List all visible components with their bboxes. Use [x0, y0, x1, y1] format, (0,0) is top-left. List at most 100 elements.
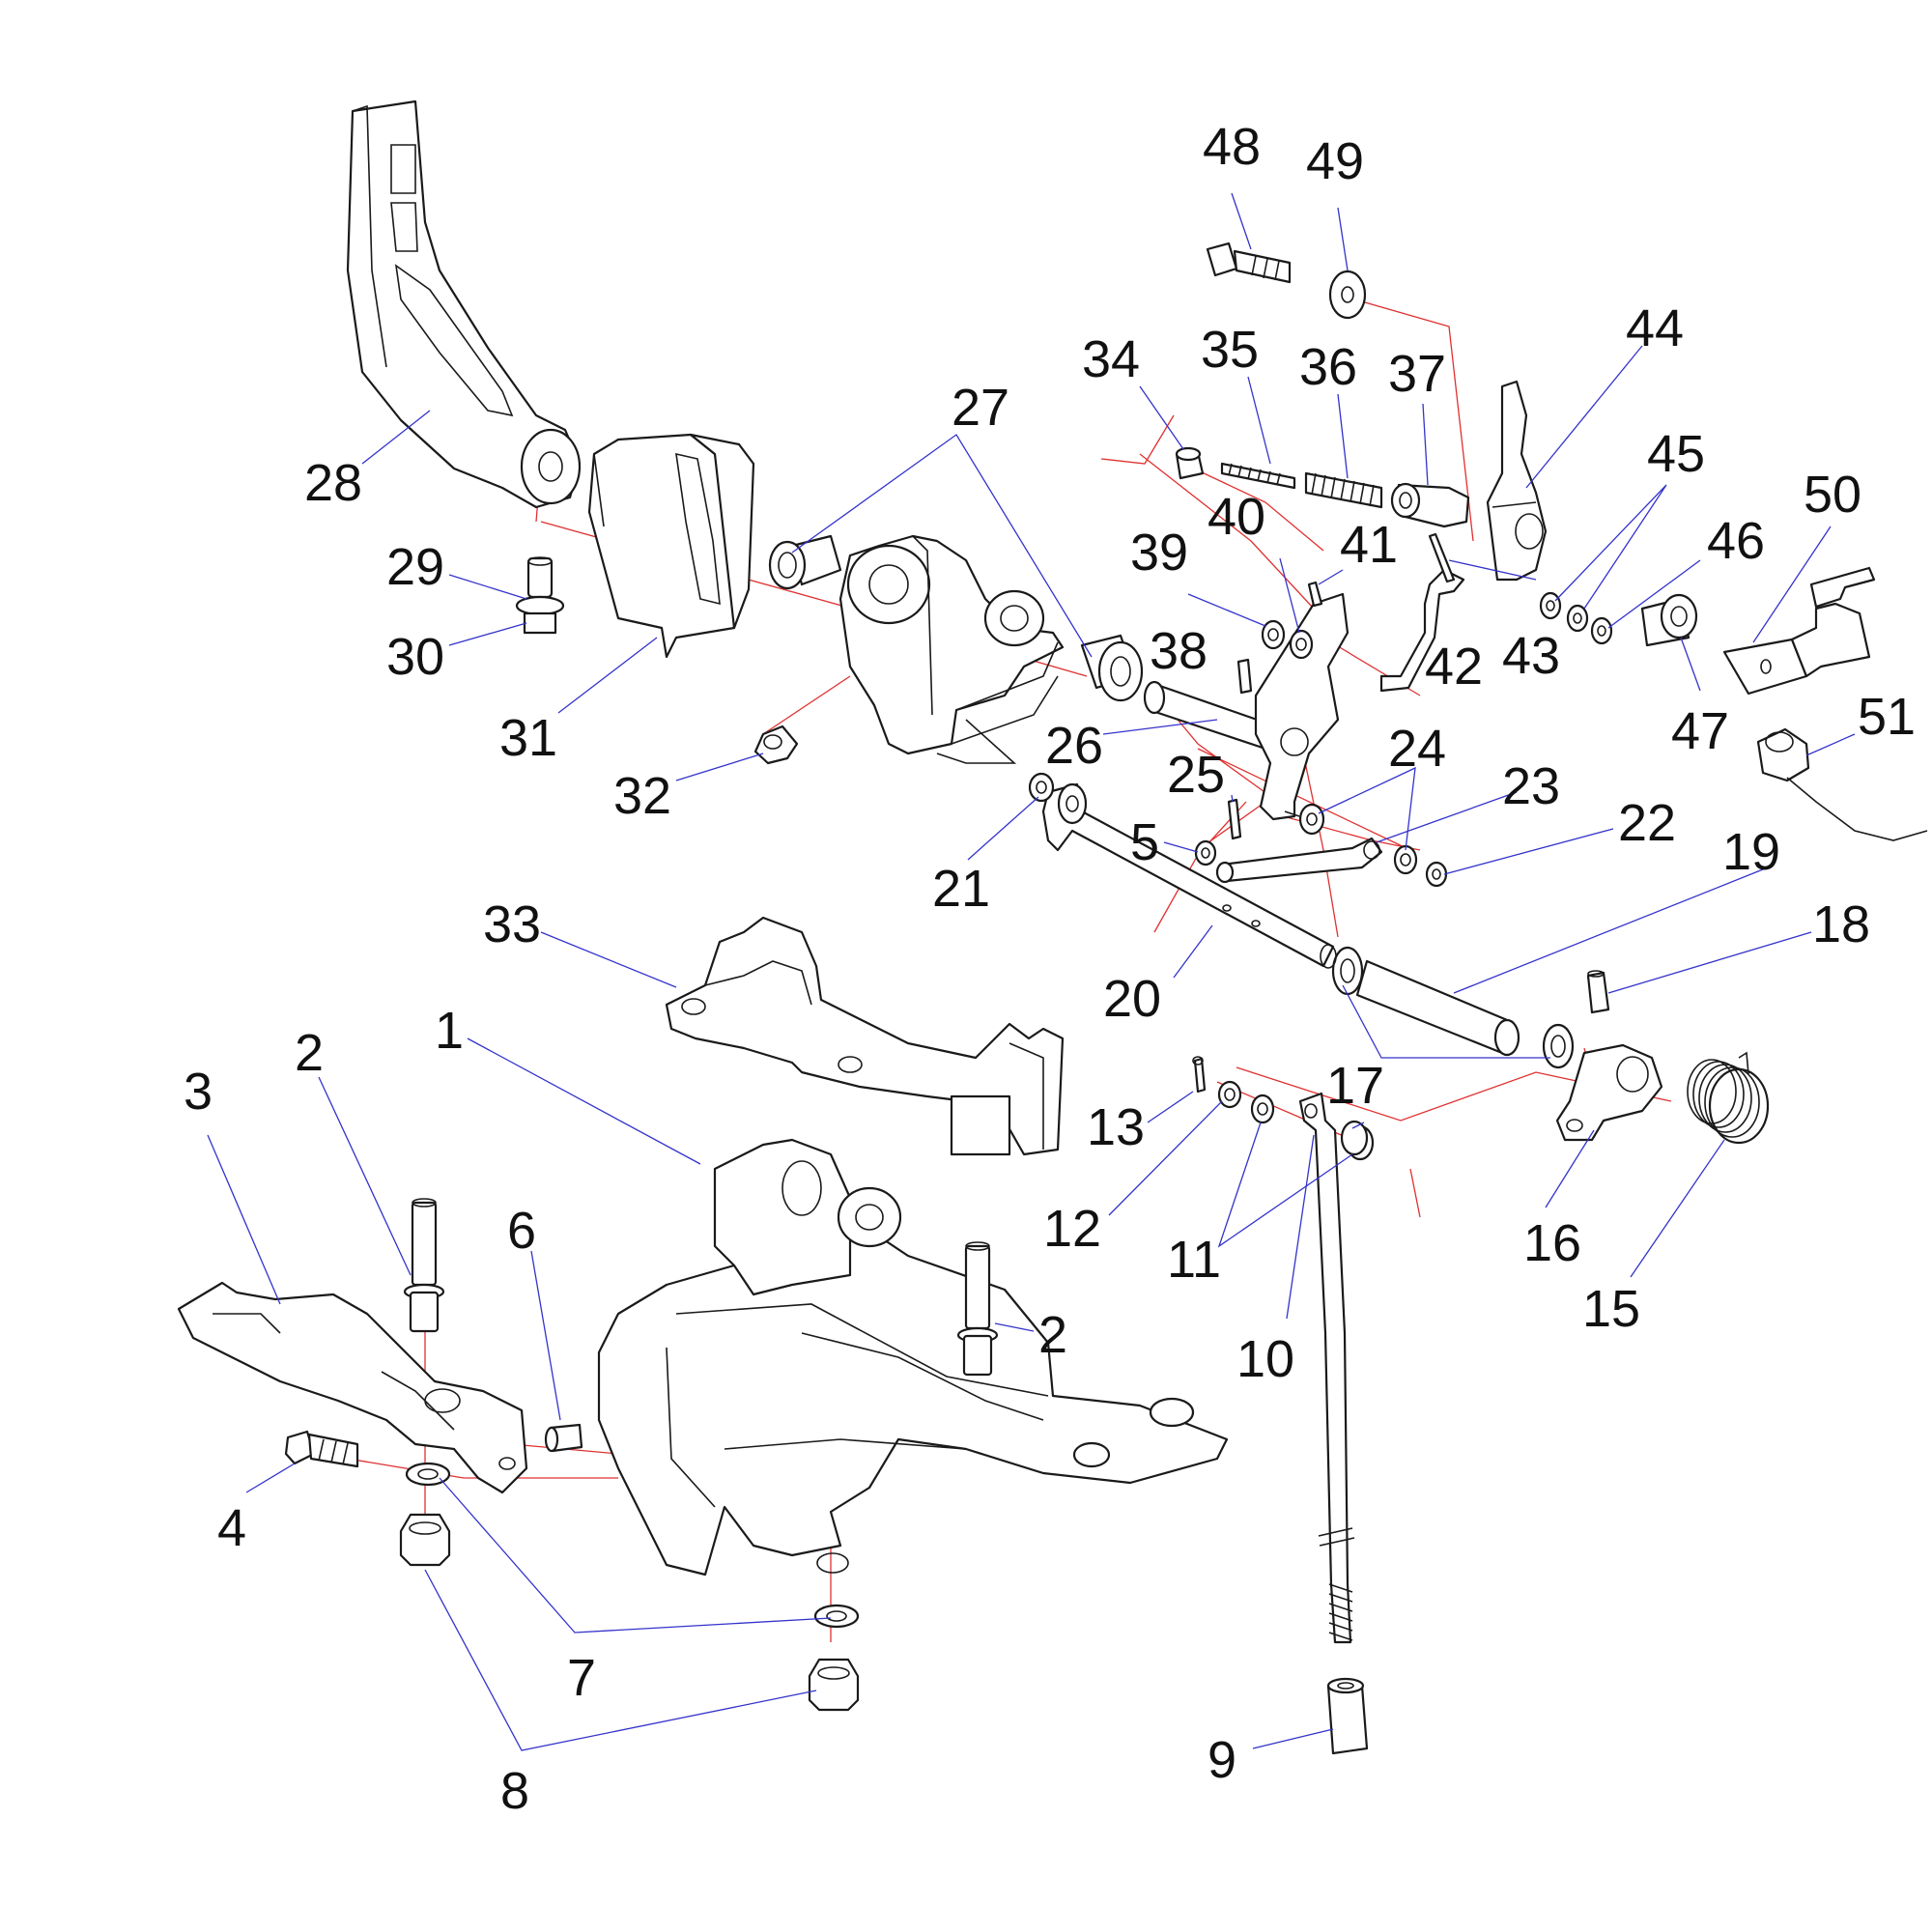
part-26-lever-arm	[1143, 592, 1350, 821]
part-12-washer	[1217, 1080, 1242, 1109]
callout-35: 35	[1201, 321, 1259, 379]
callout-46: 46	[1707, 512, 1765, 570]
leader-5	[1163, 841, 1199, 853]
leader-40	[1279, 557, 1300, 634]
callout-24: 24	[1388, 720, 1446, 778]
part-28-pedal-arm	[346, 99, 582, 509]
part-45-washers	[1539, 591, 1589, 633]
callout-13: 13	[1087, 1098, 1145, 1156]
part-29-30-fitting	[515, 556, 565, 635]
leader-8	[424, 1569, 817, 1751]
callout-21: 21	[932, 860, 990, 918]
leader-2-left	[318, 1076, 412, 1276]
part-1-base	[597, 1138, 1229, 1577]
leader-44	[1525, 345, 1643, 489]
leader-22	[1443, 828, 1614, 875]
part-16-lever	[1555, 1043, 1663, 1142]
part-48-bolt	[1206, 242, 1292, 284]
parts	[177, 99, 1928, 1755]
callout-8: 8	[500, 1762, 529, 1820]
leader-30	[448, 622, 527, 646]
leader-16	[1545, 1129, 1595, 1208]
callout-2-right: 2	[1038, 1306, 1067, 1364]
part-24-washers	[1298, 803, 1418, 875]
part-8-nut-left	[399, 1513, 451, 1567]
callout-29: 29	[386, 538, 444, 596]
leader-37	[1422, 403, 1429, 486]
part-22-washer	[1425, 861, 1448, 888]
callout-45: 45	[1647, 425, 1705, 483]
callout-17: 17	[1326, 1057, 1384, 1115]
part-2-stud-left	[403, 1198, 445, 1333]
part-23-link	[1215, 837, 1383, 884]
leader-4	[245, 1463, 296, 1493]
part-7-washer-left	[405, 1462, 451, 1487]
leader-34	[1139, 385, 1184, 450]
part-50-bracket	[1722, 566, 1876, 696]
part-46-washer	[1590, 616, 1613, 645]
part-43-pin	[1428, 532, 1456, 583]
part-9-coupling	[1326, 1677, 1369, 1755]
leader-1	[467, 1037, 701, 1165]
callout-16: 16	[1523, 1214, 1581, 1272]
callout-12: 12	[1043, 1200, 1101, 1258]
part-34-cap	[1175, 446, 1205, 480]
leader-3	[207, 1134, 281, 1305]
callout-15: 15	[1582, 1280, 1640, 1338]
callout-28: 28	[304, 454, 362, 512]
part-6-spacer	[544, 1423, 583, 1453]
part-15-spring	[1687, 1051, 1770, 1145]
part-2-stud-right	[956, 1241, 999, 1377]
part-38-pin	[1236, 658, 1253, 695]
callout-27: 27	[952, 379, 1009, 437]
leader-41	[1318, 569, 1344, 585]
part-3-lever-bracket	[177, 1281, 528, 1494]
callout-30: 30	[386, 628, 444, 686]
callout-51: 51	[1858, 688, 1916, 746]
callout-2-left: 2	[295, 1024, 324, 1082]
part-41-pin	[1307, 581, 1323, 608]
callout-50: 50	[1804, 466, 1861, 524]
part-47-bushing	[1640, 593, 1698, 647]
callout-47: 47	[1671, 702, 1729, 760]
callout-33: 33	[483, 895, 541, 953]
part-11-washer-a	[1250, 1094, 1275, 1124]
leader-18	[1607, 931, 1812, 994]
callout-49: 49	[1306, 132, 1364, 190]
leader-23	[1376, 791, 1518, 843]
leader-46	[1607, 559, 1701, 629]
callout-11: 11	[1167, 1231, 1221, 1289]
callout-22: 22	[1618, 794, 1676, 852]
leader-lines	[207, 192, 1856, 1751]
leader-27	[791, 434, 1093, 658]
part-21-washer	[1028, 772, 1055, 803]
callout-38: 38	[1150, 622, 1208, 680]
callout-26: 26	[1045, 717, 1103, 775]
callout-5: 5	[1130, 813, 1159, 871]
callout-31: 31	[499, 709, 557, 767]
leader-15	[1630, 1139, 1725, 1278]
part-32-nipple	[753, 724, 799, 765]
callout-39: 39	[1130, 524, 1188, 582]
part-upper-bracket	[838, 534, 1065, 764]
callout-20: 20	[1103, 970, 1161, 1028]
part-49-washer	[1328, 270, 1367, 320]
leader-24	[1318, 766, 1416, 851]
callout-32: 32	[613, 767, 671, 825]
callout-3: 3	[184, 1063, 213, 1121]
leader-47	[1680, 637, 1701, 692]
callout-43: 43	[1502, 627, 1560, 685]
callout-6: 6	[507, 1202, 536, 1260]
callout-23: 23	[1502, 757, 1560, 815]
part-13-pin	[1192, 1056, 1207, 1094]
callout-19: 19	[1722, 823, 1780, 881]
callout-25: 25	[1167, 746, 1225, 804]
callout-37: 37	[1388, 345, 1446, 403]
callout-10: 10	[1236, 1330, 1294, 1388]
part-39-washer	[1261, 619, 1286, 650]
leader-39	[1187, 593, 1266, 627]
part-36-spring	[1304, 471, 1383, 509]
callout-18: 18	[1812, 895, 1870, 953]
part-18-roll-pin	[1586, 970, 1610, 1014]
